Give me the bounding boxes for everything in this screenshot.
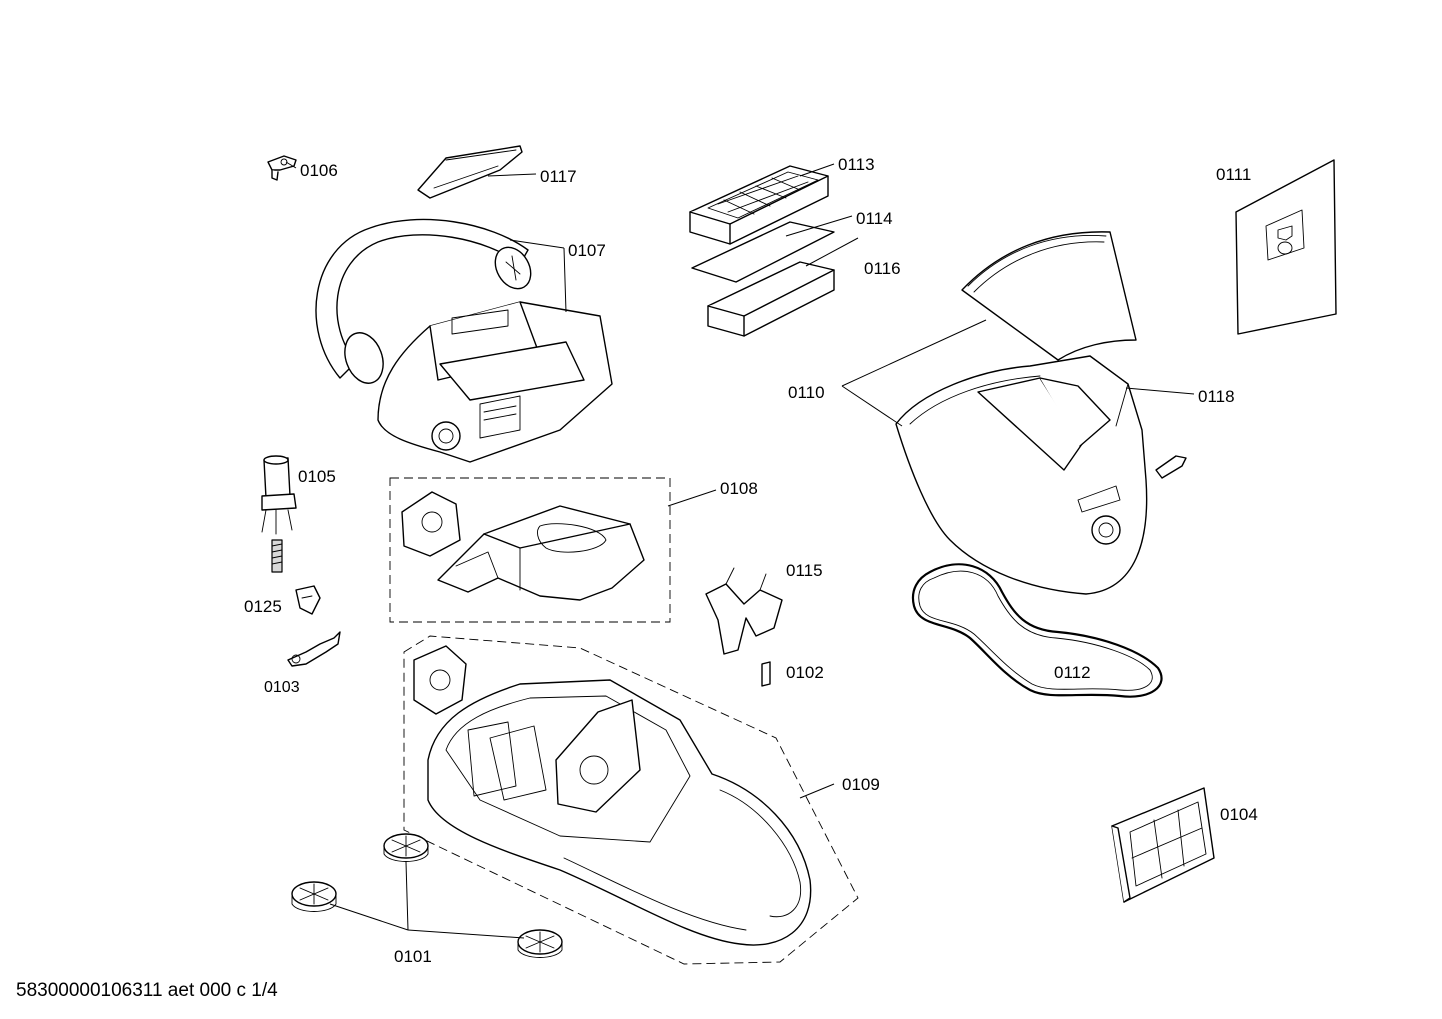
label-0105: 0105 [298, 467, 336, 486]
part-0105-pin-drawing [261, 455, 297, 573]
part-0106-clip-drawing [267, 155, 297, 181]
part-0107-top-housing-drawing [315, 218, 613, 463]
label-0116: 0116 [864, 259, 901, 278]
label-0108: 0108 [720, 479, 758, 498]
part-0115-bracket-drawing [705, 567, 783, 655]
label-0102: 0102 [786, 663, 824, 682]
label-0103: 0103 [264, 679, 300, 696]
part-0103-spring-clip-drawing [287, 631, 341, 667]
label-0107: 0107 [568, 241, 606, 260]
part-0117-handle-grip-drawing [417, 145, 523, 199]
label-0106: 0106 [300, 161, 338, 180]
part-0102-tab-drawing [761, 661, 771, 687]
label-0114: 0114 [856, 209, 893, 228]
label-0112: 0112 [1054, 663, 1091, 682]
wheel-1 [383, 833, 429, 862]
part-0113-filter-frame-drawing [689, 165, 829, 245]
wheel-3 [517, 929, 563, 958]
label-0125: 0125 [244, 597, 282, 616]
part-0104-exhaust-grille-drawing [1111, 787, 1215, 903]
label-0110: 0110 [788, 383, 825, 402]
label-0113: 0113 [838, 155, 875, 174]
part-0116-filter-foam-drawing [707, 261, 835, 337]
part-0108-inner-chassis-drawing [389, 477, 671, 623]
label-0117: 0117 [540, 167, 577, 186]
label-0101: 0101 [394, 947, 432, 966]
part-0111-dust-bag-drawing [1235, 159, 1337, 335]
label-0109: 0109 [842, 775, 880, 794]
part-0109-base-housing-drawing [403, 635, 859, 965]
part-labels: 0106 0117 0107 0113 0114 0116 0111 0110 … [244, 155, 1258, 966]
wheel-2 [291, 881, 337, 912]
label-0118: 0118 [1198, 387, 1235, 406]
part-0101-wheels-drawing [291, 833, 563, 958]
part-0110-main-cover-drawing [895, 231, 1187, 595]
leader-lines [285, 161, 1195, 939]
label-0104: 0104 [1220, 805, 1258, 824]
label-0111: 0111 [1216, 165, 1251, 184]
part-0125-latch-drawing [295, 585, 321, 615]
label-0115: 0115 [786, 561, 823, 580]
part-0114-filter-pad-drawing [691, 221, 835, 283]
part-0112-gasket-drawing [911, 563, 1163, 698]
document-code: 58300000106311 aet 000 c 1/4 [16, 980, 278, 1001]
